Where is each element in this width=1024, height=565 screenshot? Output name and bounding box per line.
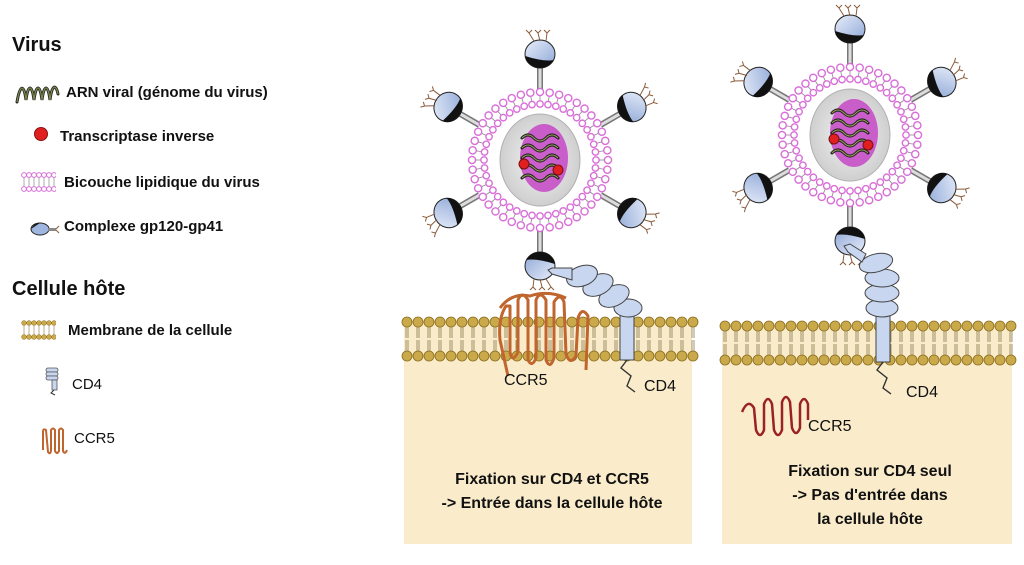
legend-label-gp120-gp41: Complexe gp120-gp41 xyxy=(64,218,224,235)
cd4-label-panel-1: CD4 xyxy=(644,378,677,395)
caption-panel-1: Fixation sur CD4 et CCR5 -> Entrée dans … xyxy=(412,468,692,516)
legend-label-reverse-transcriptase: Transcriptase inverse xyxy=(60,128,215,145)
legend-label-ccr5: CCR5 xyxy=(74,430,115,447)
caption-panel-2-line-1: Fixation sur CD4 seul xyxy=(788,463,952,480)
legend-host-heading: Cellule hôte xyxy=(12,278,126,300)
virus-particle-2 xyxy=(730,4,970,266)
cell-membrane-icon xyxy=(21,320,56,340)
ccr5-label-panel-2: CCR5 xyxy=(808,418,852,435)
caption-panel-1-line-1: Fixation sur CD4 et CCR5 xyxy=(455,471,649,488)
caption-panel-1-line-2: -> Entrée dans la cellule hôte xyxy=(441,495,663,512)
caption-panel-2-line-3: la cellule hôte xyxy=(817,511,923,528)
reverse-transcriptase-icon xyxy=(34,127,48,141)
legend-label-lipid-bilayer: Bicouche lipidique du virus xyxy=(64,174,260,191)
legend-label-viral-rna: ARN viral (génome du virus) xyxy=(66,84,268,101)
gp120-gp41-complex-icon xyxy=(30,222,60,236)
legend-label-cd4: CD4 xyxy=(72,376,103,393)
legend-virus-heading: Virus xyxy=(12,34,62,56)
cd4-label-panel-2: CD4 xyxy=(906,384,939,401)
cd4-receptor-icon xyxy=(45,367,59,396)
ccr5-coreceptor-icon xyxy=(42,427,68,455)
caption-panel-2: Fixation sur CD4 seul -> Pas d'entrée da… xyxy=(730,460,1010,532)
viral-rna-icon xyxy=(15,85,60,104)
ccr5-label-panel-1: CCR5 xyxy=(504,372,548,389)
caption-panel-2-line-2: -> Pas d'entrée dans xyxy=(792,487,948,504)
lipid-bilayer-virus-icon xyxy=(21,172,56,192)
cd4-receptor-1 xyxy=(547,264,643,393)
host-cell-membrane-2 xyxy=(719,320,1017,366)
cd4-receptor-2 xyxy=(843,243,900,395)
legend-label-cell-membrane: Membrane de la cellule xyxy=(68,322,233,339)
virus-particle-1 xyxy=(420,29,660,291)
ccr5-receptor-unbound xyxy=(740,395,810,437)
